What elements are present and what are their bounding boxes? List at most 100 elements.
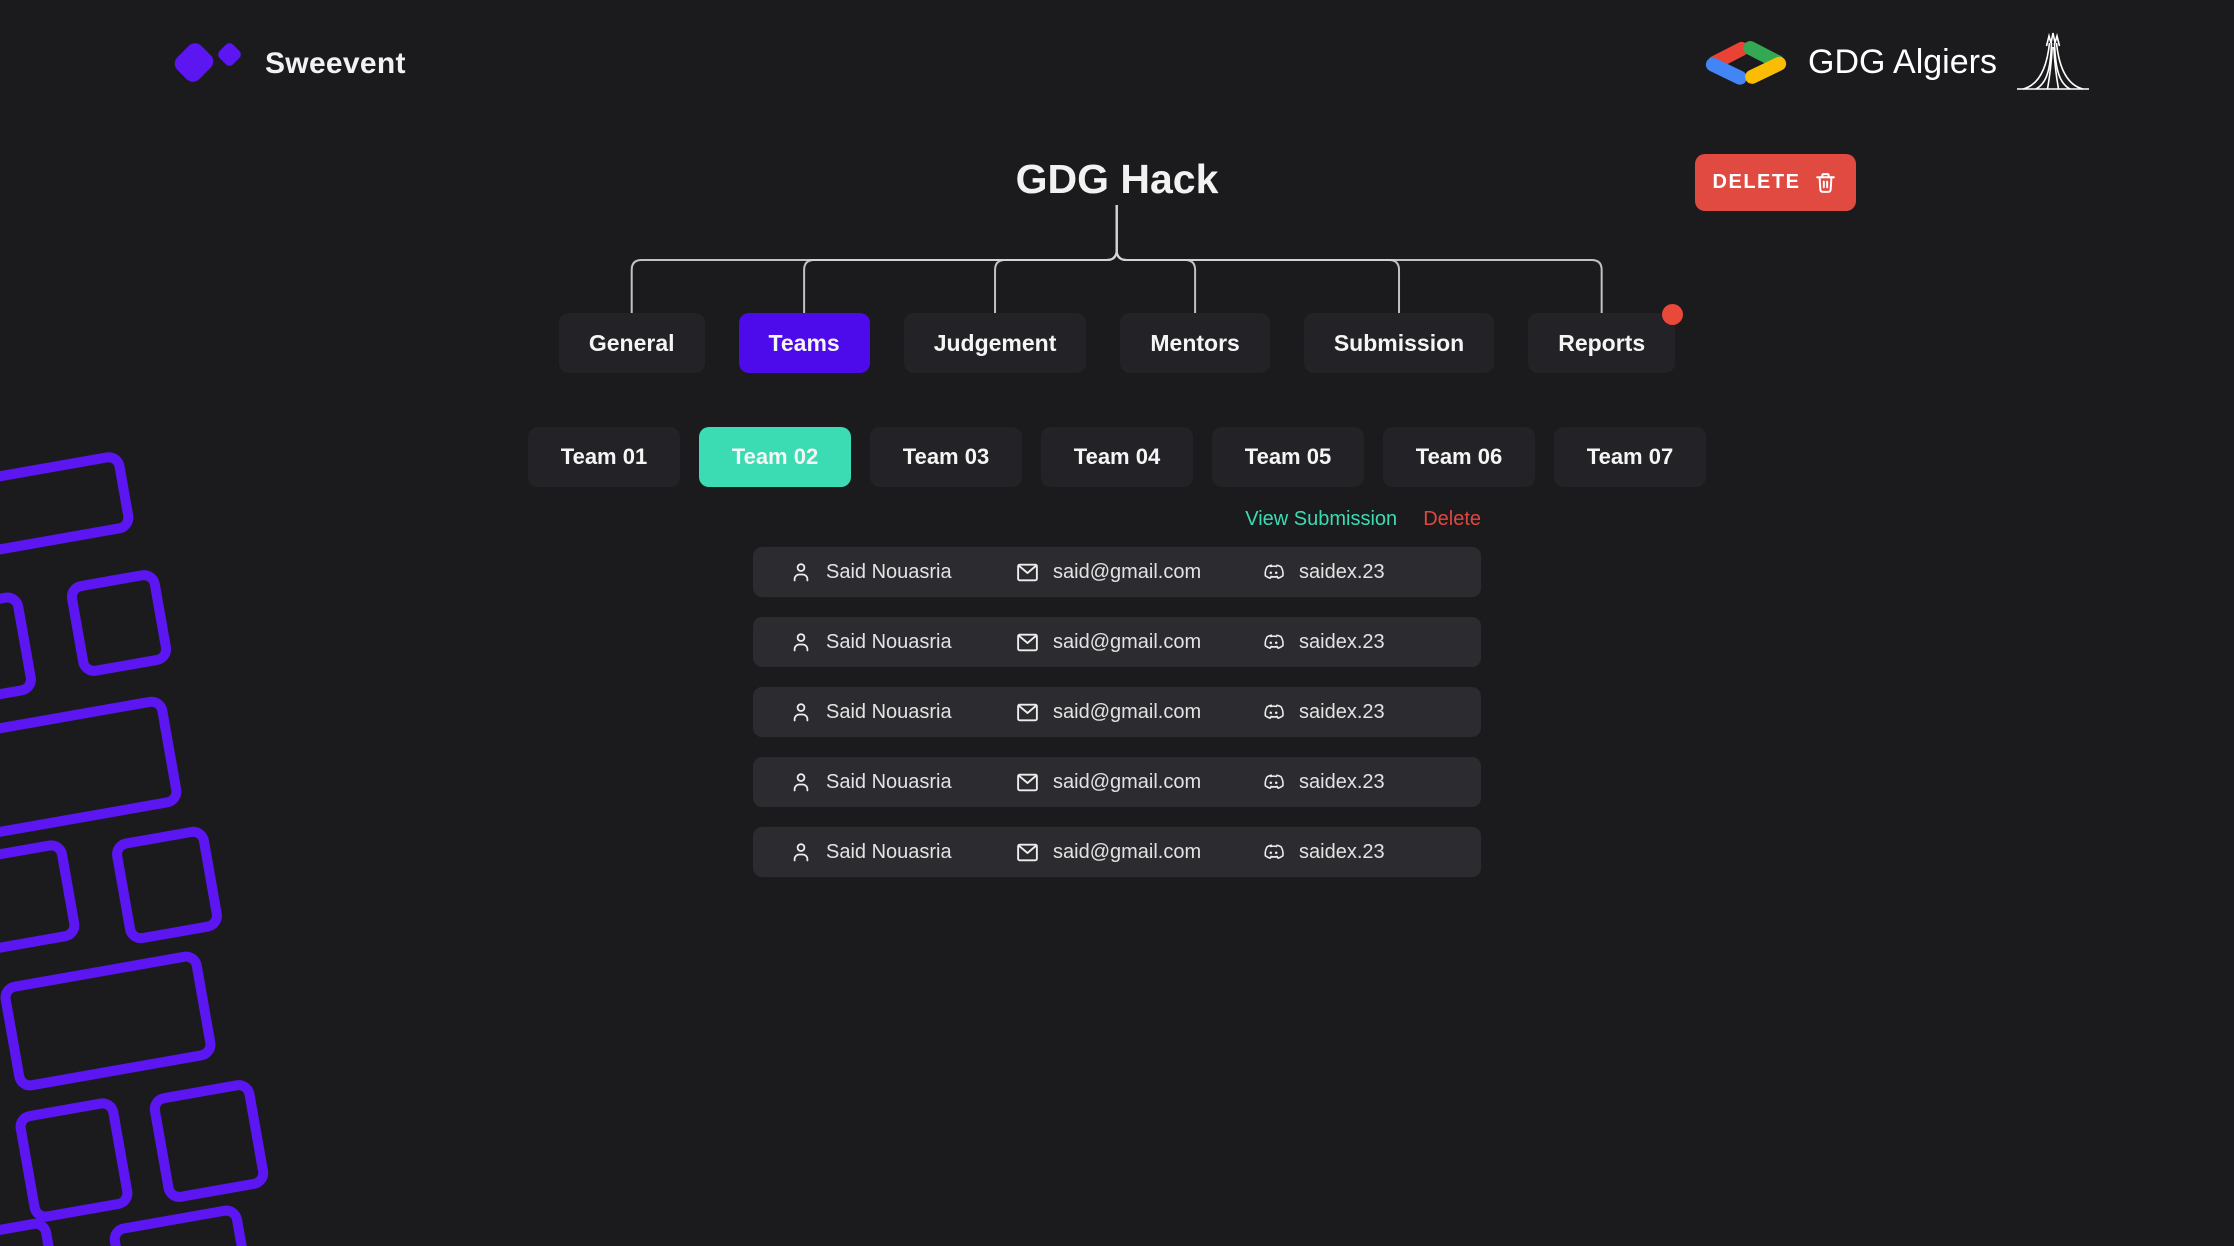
org-logo: GDG Algiers bbox=[1698, 30, 2091, 94]
person-icon bbox=[789, 560, 813, 584]
member-discord-cell: saidex.23 bbox=[1261, 630, 1481, 655]
team-tab-label: Team 05 bbox=[1244, 444, 1332, 469]
team-tab-label: Team 01 bbox=[560, 444, 648, 469]
member-email: said@gmail.com bbox=[1053, 630, 1202, 653]
decor-card-outline bbox=[0, 590, 39, 706]
team-tab-label: Team 03 bbox=[902, 444, 990, 469]
decor-card-outline bbox=[109, 824, 225, 946]
decor-card-outline bbox=[0, 1216, 63, 1246]
decor-card-outline bbox=[107, 1203, 255, 1246]
discord-icon bbox=[1261, 560, 1286, 585]
member-discord-cell: saidex.23 bbox=[1261, 560, 1481, 585]
section-tab-submission[interactable]: Submission bbox=[1303, 313, 1495, 373]
member-name-cell: Said Nouasria bbox=[789, 840, 1015, 864]
member-name: Said Nouasria bbox=[826, 840, 952, 863]
brand-name: Sweevent bbox=[265, 47, 406, 80]
event-title: GDG Hack bbox=[1015, 156, 1219, 202]
section-tab-teams[interactable]: Teams bbox=[738, 313, 870, 373]
maqam-echahid-icon bbox=[2015, 31, 2091, 93]
member-email: said@gmail.com bbox=[1053, 560, 1202, 583]
member-discord: saidex.23 bbox=[1299, 700, 1385, 723]
team-tab-label: Team 06 bbox=[1415, 444, 1503, 469]
team-tab-team-06[interactable]: Team 06 bbox=[1383, 427, 1535, 487]
discord-icon bbox=[1261, 840, 1286, 865]
gdg-brackets-icon bbox=[1698, 37, 1794, 87]
delete-button-label: DELETE bbox=[1712, 171, 1801, 193]
team-tabs: Team 01 Team 02 Team 03 Team 04 Team 05 … bbox=[0, 427, 2234, 487]
team-tab-label: Team 07 bbox=[1586, 444, 1674, 469]
decor-card-outline bbox=[64, 567, 174, 679]
trash-icon bbox=[1813, 170, 1838, 195]
member-discord-cell: saidex.23 bbox=[1261, 840, 1481, 865]
team-tab-team-05[interactable]: Team 05 bbox=[1212, 427, 1364, 487]
mail-icon bbox=[1015, 840, 1040, 865]
person-icon bbox=[789, 700, 813, 724]
team-actions: View Submission Delete bbox=[753, 507, 1481, 531]
mail-icon bbox=[1015, 560, 1040, 585]
sweevent-diamond-mark-icon bbox=[171, 35, 249, 93]
member-discord: saidex.23 bbox=[1299, 560, 1385, 583]
person-icon bbox=[789, 840, 813, 864]
member-email: said@gmail.com bbox=[1053, 770, 1202, 793]
member-discord: saidex.23 bbox=[1299, 840, 1385, 863]
team-tab-team-01[interactable]: Team 01 bbox=[528, 427, 680, 487]
member-name: Said Nouasria bbox=[826, 770, 952, 793]
person-icon bbox=[789, 770, 813, 794]
decor-card-outline bbox=[0, 837, 82, 961]
decor-card-outline bbox=[13, 1095, 135, 1225]
member-email-cell: said@gmail.com bbox=[1015, 700, 1261, 725]
member-row: Said Nouasria said@gmail.com bbox=[753, 617, 1481, 667]
team-tab-team-04[interactable]: Team 04 bbox=[1041, 427, 1193, 487]
team-tab-label: Team 02 bbox=[731, 444, 819, 469]
member-name-cell: Said Nouasria bbox=[789, 770, 1015, 794]
member-email-cell: said@gmail.com bbox=[1015, 630, 1261, 655]
mail-icon bbox=[1015, 770, 1040, 795]
delete-event-button[interactable]: DELETE bbox=[1695, 154, 1856, 211]
delete-team-link[interactable]: Delete bbox=[1423, 507, 1481, 530]
member-email: said@gmail.com bbox=[1053, 700, 1202, 723]
discord-icon bbox=[1261, 630, 1286, 655]
member-name: Said Nouasria bbox=[826, 700, 952, 723]
section-tab-general[interactable]: General bbox=[558, 313, 705, 373]
section-tab-label: General bbox=[588, 329, 675, 356]
section-tab-label: Reports bbox=[1558, 329, 1646, 356]
team-members-panel: View Submission Delete Said Nouasria bbox=[753, 507, 1481, 897]
member-list: Said Nouasria said@gmail.com bbox=[753, 547, 1481, 877]
section-tab-judgement[interactable]: Judgement bbox=[903, 313, 1087, 373]
team-tab-team-03[interactable]: Team 03 bbox=[870, 427, 1022, 487]
section-tab-label: Mentors bbox=[1150, 329, 1240, 356]
team-tab-team-02[interactable]: Team 02 bbox=[699, 427, 851, 487]
person-icon bbox=[789, 630, 813, 654]
member-row: Said Nouasria said@gmail.com bbox=[753, 757, 1481, 807]
member-row: Said Nouasria said@gmail.com bbox=[753, 827, 1481, 877]
mail-icon bbox=[1015, 700, 1040, 725]
notification-dot bbox=[1662, 304, 1684, 325]
team-tab-label: Team 04 bbox=[1073, 444, 1161, 469]
member-name: Said Nouasria bbox=[826, 630, 952, 653]
team-tab-team-07[interactable]: Team 07 bbox=[1554, 427, 1706, 487]
decor-card-outline bbox=[0, 694, 184, 846]
section-tabs: General Teams Judgement Mentors Submissi… bbox=[0, 304, 2234, 373]
section-tab-reports[interactable]: Reports bbox=[1528, 304, 1684, 373]
member-name-cell: Said Nouasria bbox=[789, 630, 1015, 654]
brand-logo: Sweevent bbox=[171, 34, 406, 94]
member-row: Said Nouasria said@gmail.com bbox=[753, 547, 1481, 597]
decor-card-outline bbox=[147, 1077, 271, 1205]
member-email-cell: said@gmail.com bbox=[1015, 560, 1261, 585]
mail-icon bbox=[1015, 630, 1040, 655]
member-discord: saidex.23 bbox=[1299, 630, 1385, 653]
member-email-cell: said@gmail.com bbox=[1015, 840, 1261, 865]
member-name-cell: Said Nouasria bbox=[789, 700, 1015, 724]
member-email: said@gmail.com bbox=[1053, 840, 1202, 863]
section-tab-label: Submission bbox=[1333, 329, 1465, 356]
section-tab-label: Judgement bbox=[933, 329, 1057, 356]
member-discord: saidex.23 bbox=[1299, 770, 1385, 793]
member-email-cell: said@gmail.com bbox=[1015, 770, 1261, 795]
decor-card-outline bbox=[0, 949, 219, 1093]
discord-icon bbox=[1261, 770, 1286, 795]
discord-icon bbox=[1261, 700, 1286, 725]
view-submission-link[interactable]: View Submission bbox=[1245, 507, 1398, 530]
section-tab-label: Teams bbox=[768, 329, 840, 356]
section-tab-mentors[interactable]: Mentors bbox=[1120, 313, 1270, 373]
